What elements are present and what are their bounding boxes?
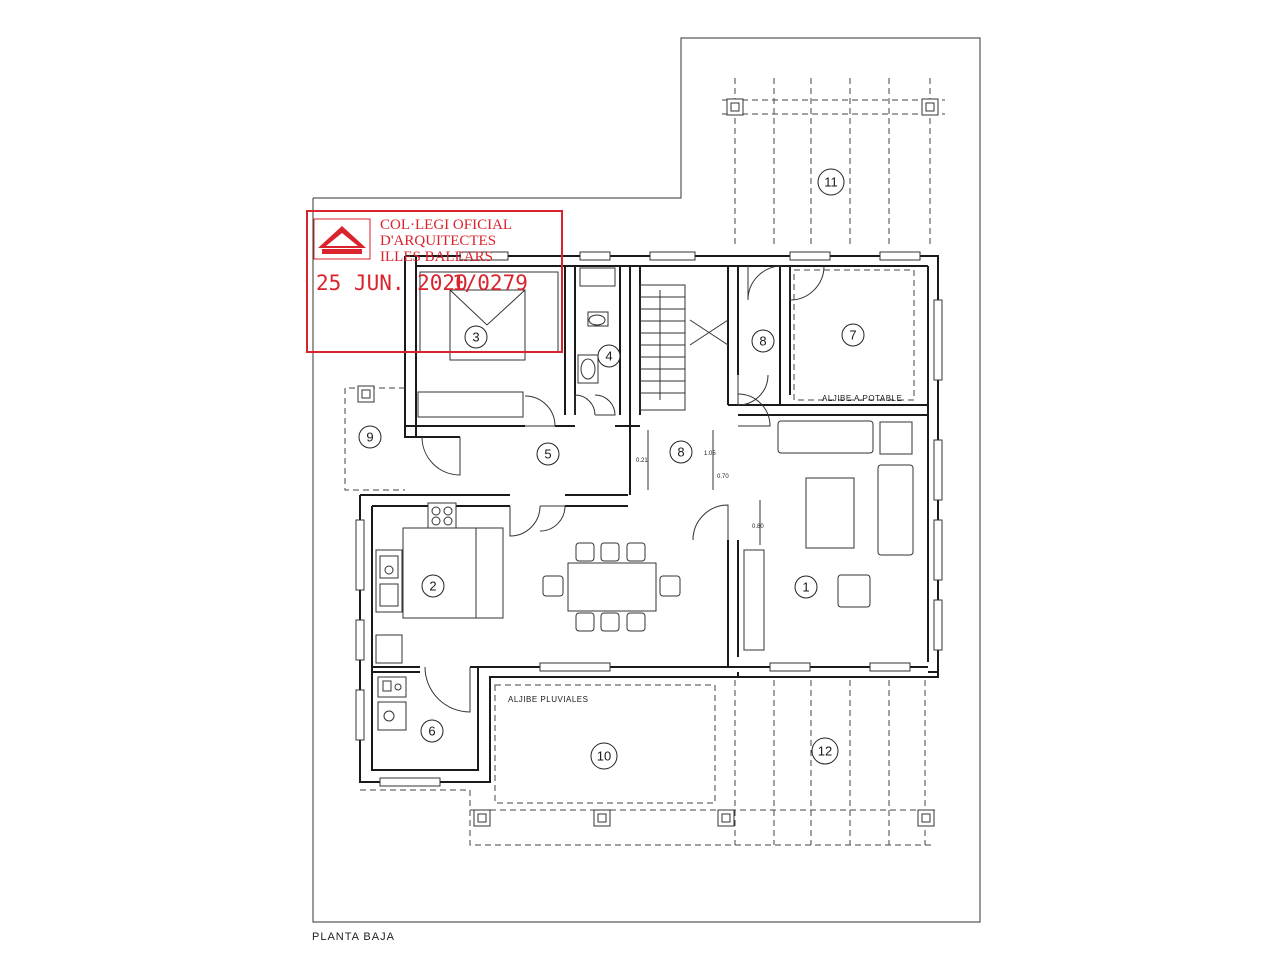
svg-text:4: 4 xyxy=(605,349,612,364)
registration-stamp: COL·LEGI OFICIAL D'ARQUITECTES ILLES BAL… xyxy=(306,210,563,353)
stamp-line-1: COL·LEGI OFICIAL xyxy=(380,217,512,233)
svg-text:6: 6 xyxy=(428,724,435,739)
room-marker-11: 11 xyxy=(817,168,845,196)
staircase xyxy=(639,284,729,411)
drawing-title: PLANTA BAJA xyxy=(312,931,395,943)
room-marker-8-lower: 8 xyxy=(669,440,693,464)
bathroom-fixtures xyxy=(577,267,616,384)
aljibe-pluviales: ALJIBE PLUVIALES xyxy=(494,684,716,804)
room-marker-5: 5 xyxy=(536,442,560,466)
stamp-line-3: ILLES BALEARS xyxy=(380,249,493,265)
svg-text:5: 5 xyxy=(544,447,551,462)
pergola-12 xyxy=(360,680,935,846)
room-marker-7: 7 xyxy=(841,323,865,347)
svg-text:9: 9 xyxy=(366,430,373,445)
room-marker-8-upper: 8 xyxy=(751,329,775,353)
dimension-label: 0.80 xyxy=(752,524,764,530)
dimension-label: 1.05 xyxy=(704,451,716,457)
aljibe-potable-label: ALJIBE A.POTABLE xyxy=(822,394,902,403)
pergola-11 xyxy=(722,78,945,248)
svg-text:11: 11 xyxy=(824,175,838,190)
room-marker-3: 3 xyxy=(464,325,488,349)
doors xyxy=(421,265,825,713)
svg-text:1: 1 xyxy=(802,580,809,595)
kitchen-furniture xyxy=(375,502,504,664)
stamp-number: 1/0279 xyxy=(452,271,528,295)
bedroom-furniture xyxy=(417,271,559,418)
dimension-label: 0.21 xyxy=(636,458,648,464)
svg-text:8: 8 xyxy=(759,334,766,349)
room-marker-10: 10 xyxy=(590,742,618,770)
windows xyxy=(355,251,943,787)
room-marker-6: 6 xyxy=(420,719,444,743)
aljibe-potable-outline xyxy=(793,269,915,401)
svg-text:2: 2 xyxy=(429,579,436,594)
stamp-date: 25 JUN. 2020 xyxy=(316,271,468,295)
stamp-logo xyxy=(313,218,371,260)
svg-text:8: 8 xyxy=(677,445,684,460)
room-marker-2: 2 xyxy=(421,574,445,598)
dimension-lines: 0.21 1.05 0.70 0.80 xyxy=(636,430,764,545)
room-marker-9: 9 xyxy=(358,425,382,449)
living-furniture xyxy=(743,420,914,651)
svg-text:12: 12 xyxy=(818,744,832,759)
room-marker-1: 1 xyxy=(794,575,818,599)
stamp-line-2: D'ARQUITECTES xyxy=(380,233,496,249)
dimension-label: 0.70 xyxy=(717,474,729,480)
terrace-9 xyxy=(344,385,405,491)
svg-text:3: 3 xyxy=(472,330,479,345)
aljibe-pluviales-label: ALJIBE PLUVIALES xyxy=(508,695,588,704)
svg-text:10: 10 xyxy=(597,749,611,764)
room-marker-4: 4 xyxy=(597,344,621,368)
dining-table xyxy=(542,542,681,632)
laundry-fixtures xyxy=(377,676,407,731)
room-marker-12: 12 xyxy=(811,737,839,765)
svg-text:7: 7 xyxy=(849,328,856,343)
plot-boundary xyxy=(312,37,981,923)
